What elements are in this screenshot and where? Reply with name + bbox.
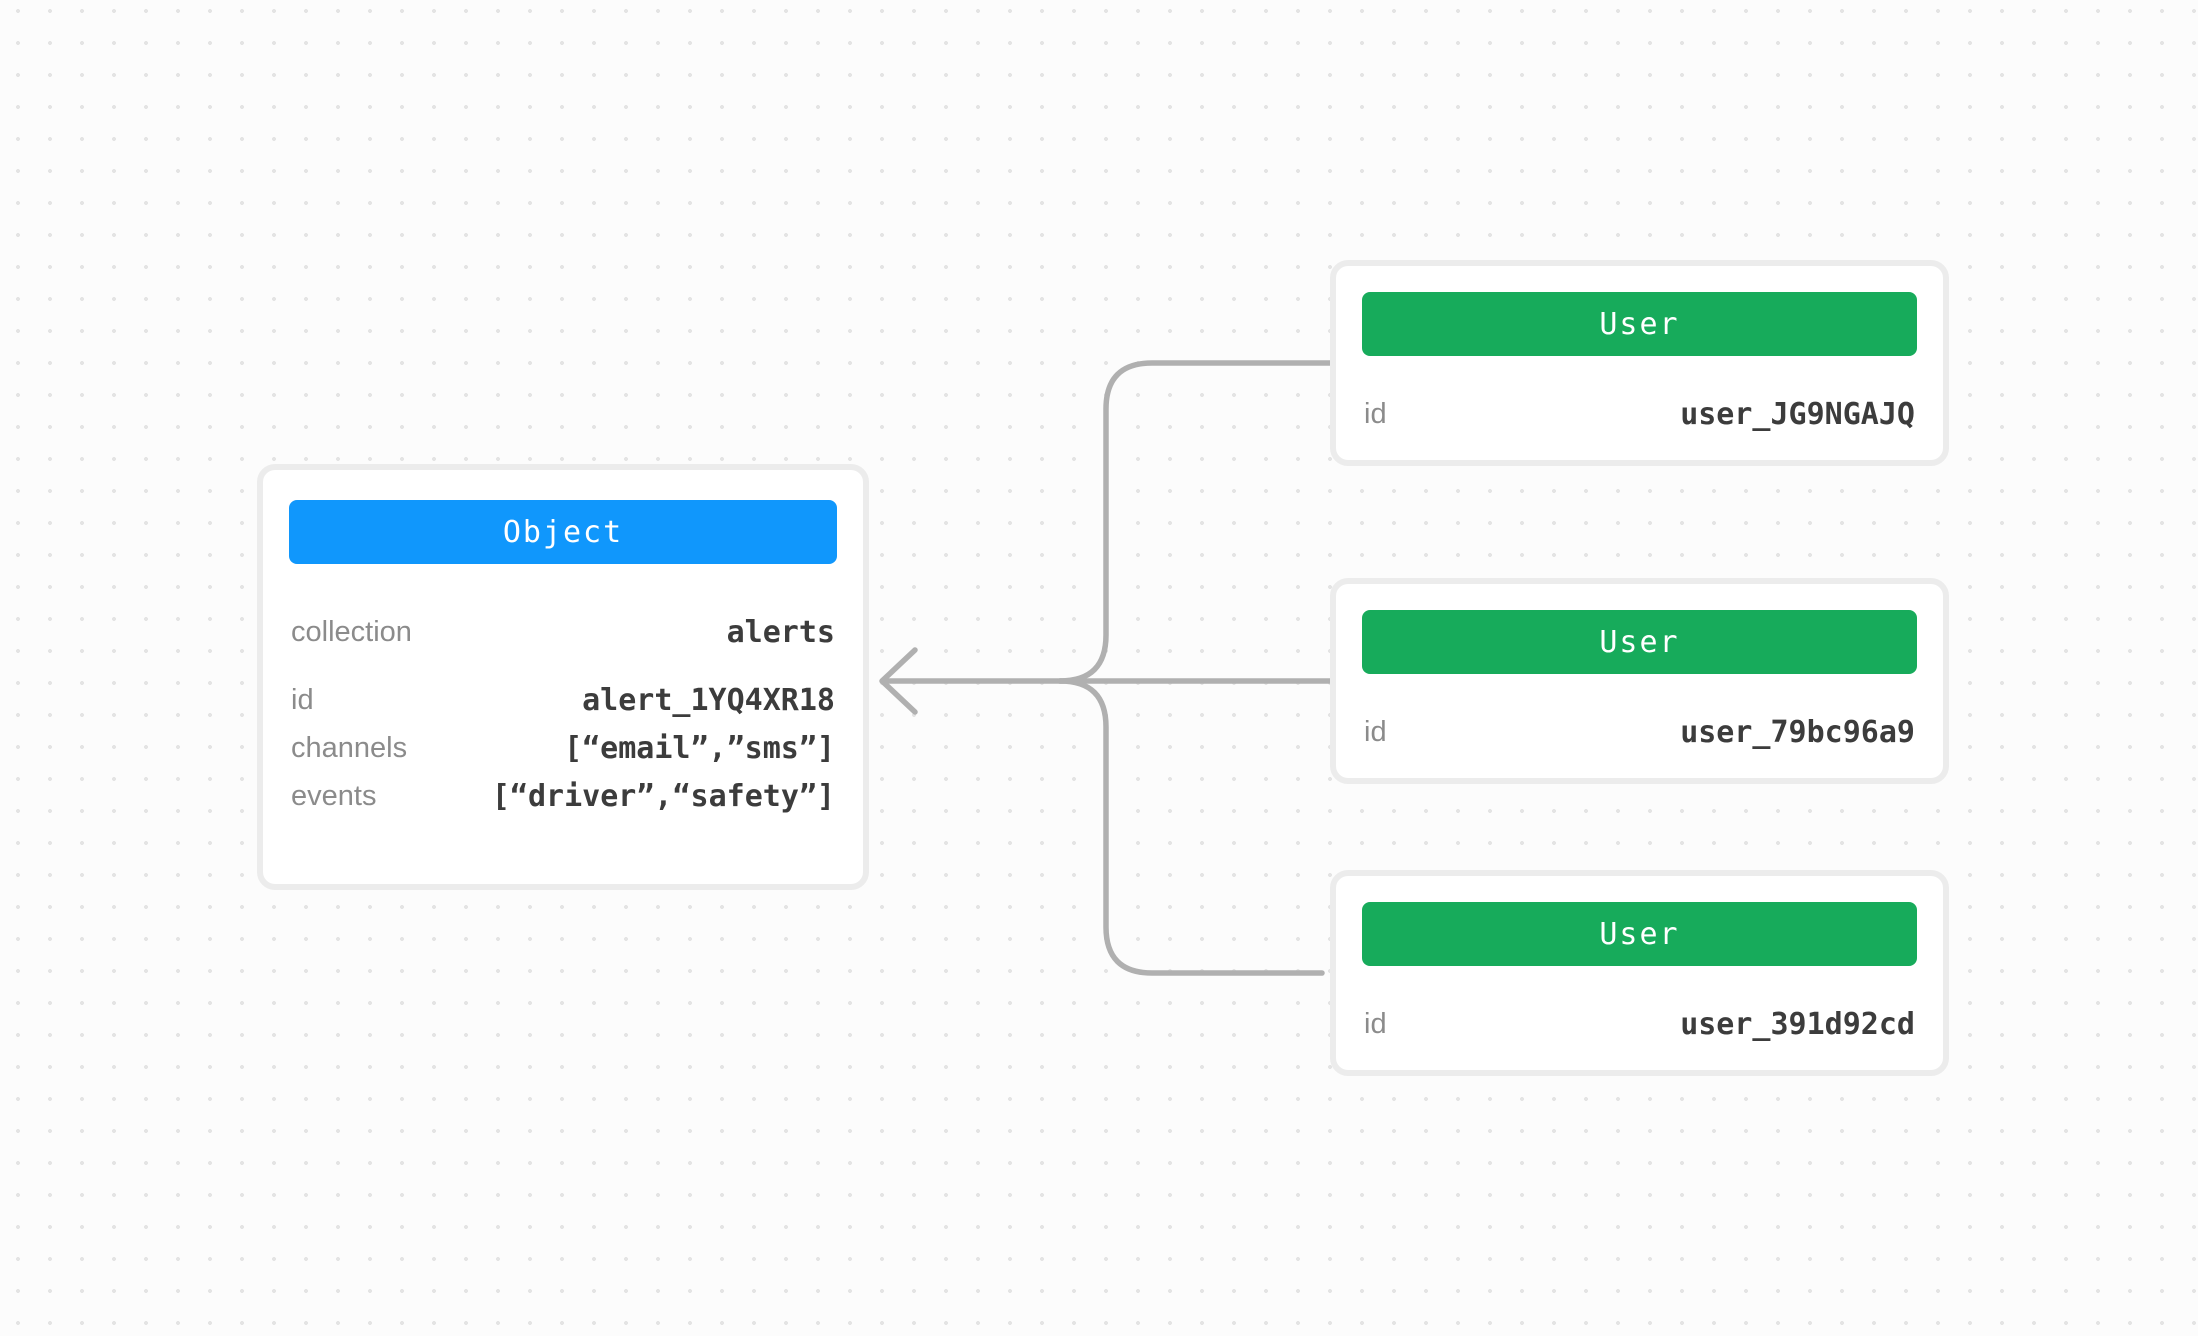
field-row-channels: channels [“email”,”sms”] xyxy=(263,724,863,772)
connector-user-1-to-trunk xyxy=(1057,360,1337,684)
user-node-header: User xyxy=(1362,902,1917,966)
user-node-2[interactable]: User id user_79bc96a9 xyxy=(1330,578,1949,784)
user-node-3[interactable]: User id user_391d92cd xyxy=(1330,870,1949,1076)
field-row-id: id user_JG9NGAJQ xyxy=(1336,390,1943,438)
field-value: user_79bc96a9 xyxy=(1680,714,1915,750)
field-value: alerts xyxy=(726,614,835,650)
field-row-id: id alert_1YQ4XR18 xyxy=(263,676,863,724)
object-node-header: Object xyxy=(289,500,837,564)
field-row-id: id user_391d92cd xyxy=(1336,1000,1943,1048)
field-label: id xyxy=(1364,397,1387,430)
field-row-collection: collection alerts xyxy=(263,608,863,656)
field-row-events: events [“driver”,“safety”] xyxy=(263,772,863,820)
field-row-id: id user_79bc96a9 xyxy=(1336,708,1943,756)
field-label: collection xyxy=(291,615,412,648)
field-value: [“email”,”sms”] xyxy=(564,730,835,766)
field-label: channels xyxy=(291,731,408,764)
field-value: [“driver”,“safety”] xyxy=(491,778,835,814)
user-node-header: User xyxy=(1362,292,1917,356)
object-node[interactable]: Object collection alerts id alert_1YQ4XR… xyxy=(257,464,869,890)
field-label: id xyxy=(1364,1007,1387,1040)
user-node-1[interactable]: User id user_JG9NGAJQ xyxy=(1330,260,1949,466)
field-value: user_JG9NGAJQ xyxy=(1680,396,1915,432)
field-value: alert_1YQ4XR18 xyxy=(582,682,835,718)
field-value: user_391d92cd xyxy=(1680,1006,1915,1042)
user-node-header: User xyxy=(1362,610,1917,674)
field-label: id xyxy=(1364,715,1387,748)
field-label: id xyxy=(291,683,314,716)
field-label: events xyxy=(291,779,377,812)
connector-user-3-to-trunk xyxy=(1057,678,1325,976)
arrow-head-icon xyxy=(879,647,918,715)
